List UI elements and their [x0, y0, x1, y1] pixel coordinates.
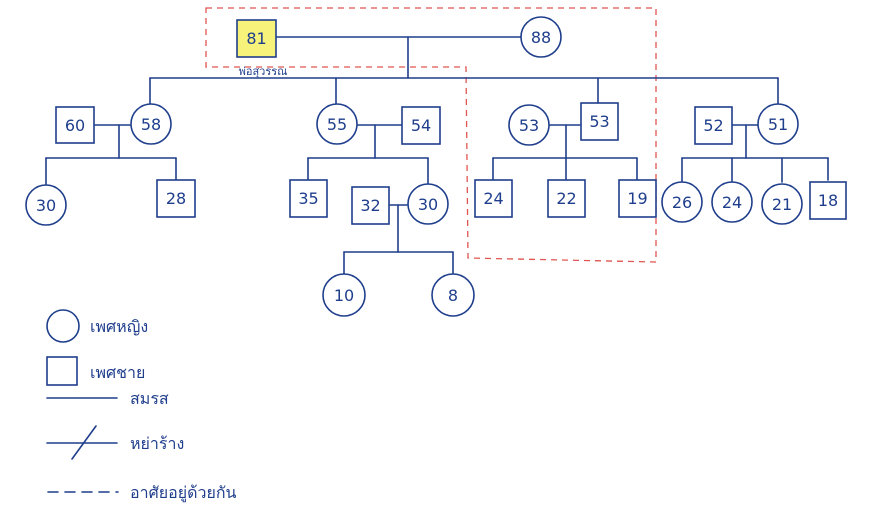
legend-married: สมรส — [46, 389, 169, 408]
relationship-lines — [45, 36, 829, 275]
person-female-10: 10 — [322, 273, 366, 317]
age-label: 24 — [722, 193, 742, 212]
legend-male: เพศชาย — [46, 356, 145, 386]
person-female-26: 26 — [661, 181, 703, 223]
person-female-58: 58 — [130, 103, 172, 145]
household-boundary — [205, 7, 657, 263]
divorced-slash-icon — [71, 425, 97, 460]
age-label: 32 — [360, 196, 380, 215]
legend-cohabit: อาศัยอยู่ด้วยกัน — [47, 483, 237, 503]
female-symbol-icon — [46, 309, 80, 343]
legend-female: เพศหญิง — [46, 309, 148, 343]
age-label: 30 — [418, 195, 438, 214]
person-male-54: 54 — [401, 106, 441, 145]
age-label: 52 — [703, 116, 723, 135]
age-label: 54 — [411, 116, 431, 135]
legend-married-label: สมรส — [130, 389, 169, 408]
legend: เพศหญิง เพศชาย สมรส หย่าร้าง อาศัยอยู่ด้… — [46, 309, 237, 503]
person-female-88: 88 — [520, 16, 562, 58]
legend-male-label: เพศชาย — [90, 363, 145, 382]
person-male-32: 32 — [351, 186, 390, 225]
age-label: 18 — [818, 191, 838, 210]
age-label: 21 — [772, 195, 792, 214]
legend-female-label: เพศหญิง — [90, 317, 148, 336]
person-male-28: 28 — [156, 179, 196, 218]
person-female-30: 30 — [25, 184, 67, 226]
person-male-60: 60 — [55, 106, 95, 144]
age-label: 60 — [65, 116, 85, 135]
age-label: 26 — [672, 193, 692, 212]
person-female-51: 51 — [757, 103, 799, 145]
household-head-caption: พ่อสุวรรณ — [239, 65, 288, 78]
legend-divorced: หย่าร้าง — [46, 425, 184, 460]
person-female-53: 53 — [508, 104, 550, 146]
people: 81 พ่อสุวรรณ 88 60 58 55 54 53 — [25, 16, 847, 317]
male-symbol-icon — [46, 356, 78, 386]
age-label: 35 — [298, 189, 318, 208]
legend-cohabit-label: อาศัยอยู่ด้วยกัน — [130, 483, 237, 503]
age-label: 55 — [327, 115, 347, 134]
person-female-8: 8 — [431, 273, 475, 317]
age-label: 10 — [334, 286, 354, 305]
legend-divorced-label: หย่าร้าง — [130, 434, 184, 453]
age-label: 22 — [556, 189, 576, 208]
age-label: 81 — [246, 29, 266, 48]
age-label: 19 — [627, 189, 647, 208]
age-label: 30 — [36, 196, 56, 215]
age-label: 51 — [768, 115, 788, 134]
age-label: 53 — [589, 112, 609, 131]
age-label: 24 — [483, 189, 503, 208]
person-male-81: 81 — [236, 19, 277, 58]
person-female-21: 21 — [761, 183, 803, 225]
person-male-53: 53 — [580, 102, 619, 141]
age-label: 28 — [166, 189, 186, 208]
age-label: 58 — [141, 115, 161, 134]
person-female-55: 55 — [316, 103, 358, 145]
person-female-24: 24 — [711, 181, 753, 223]
age-label: 53 — [519, 116, 539, 135]
person-male-19: 19 — [618, 179, 657, 218]
person-male-24: 24 — [474, 179, 513, 218]
person-male-35: 35 — [289, 179, 328, 218]
person-female-30-married: 30 — [407, 183, 449, 225]
person-male-18: 18 — [809, 181, 847, 220]
person-male-52: 52 — [694, 106, 733, 145]
age-label: 8 — [448, 286, 458, 305]
person-male-22: 22 — [547, 179, 586, 218]
age-label: 88 — [531, 28, 551, 47]
